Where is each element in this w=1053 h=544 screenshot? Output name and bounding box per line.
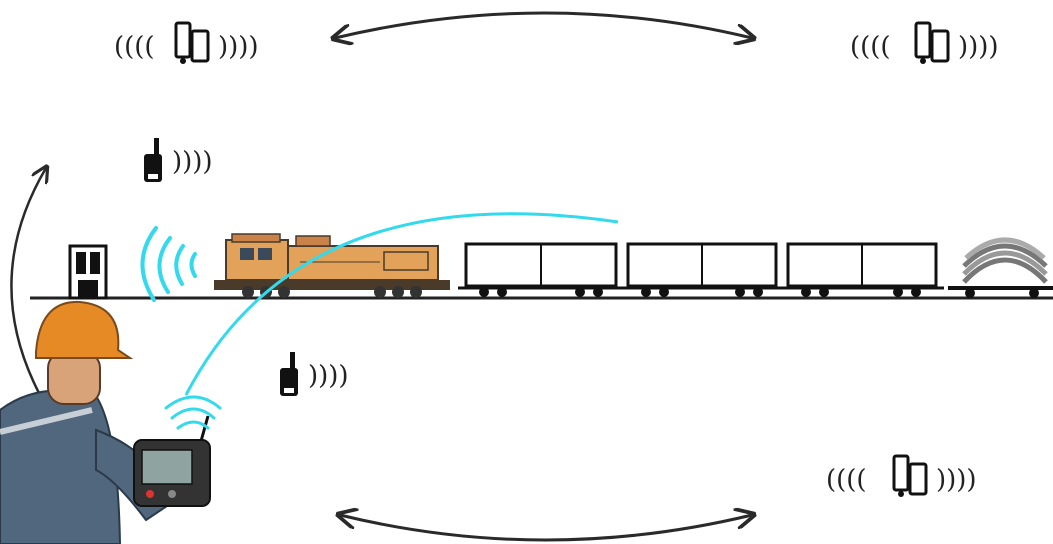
signal-waves-icon: )))): [936, 465, 977, 495]
signal-waves-icon: )))): [958, 32, 999, 62]
control-signal-arc: [184, 212, 619, 396]
repeater-top-left: (((( )))): [114, 21, 259, 64]
repeater-bottom-right: (((( )))): [826, 454, 977, 497]
worker-icon: [0, 300, 178, 544]
hopper-car-icon: [780, 242, 944, 297]
top-double-arrow: [335, 11, 752, 38]
signal-waves-icon: ((((: [114, 32, 155, 62]
handheld-radio-upper: )))): [144, 138, 213, 182]
remote-signal-waves: [164, 395, 222, 430]
handheld-radio-icon: [280, 352, 298, 396]
repeater-icon: [174, 21, 210, 64]
hopper-car-icon: [620, 242, 784, 297]
signal-waves-icon: )))): [308, 361, 349, 391]
booth-signal-waves: [140, 226, 197, 302]
signal-waves-icon: )))): [172, 147, 213, 177]
repeater-icon: [892, 454, 928, 497]
repeater-top-right: (((( )))): [850, 21, 999, 64]
locomotive-icon: [214, 233, 450, 298]
hopper-car-icon: [458, 242, 624, 297]
flatcar-icon: [948, 237, 1053, 298]
remote-control-icon: [133, 415, 211, 507]
handheld-radio-lower: )))): [280, 352, 349, 396]
handheld-radio-icon: [144, 138, 162, 182]
repeater-icon: [914, 21, 950, 64]
signal-waves-icon: ((((: [826, 465, 867, 495]
left-curved-arrow: [10, 168, 46, 396]
signal-booth-icon: [68, 244, 108, 300]
bottom-double-arrow: [340, 515, 752, 542]
signal-waves-icon: ((((: [850, 32, 891, 62]
signal-waves-icon: )))): [218, 32, 259, 62]
